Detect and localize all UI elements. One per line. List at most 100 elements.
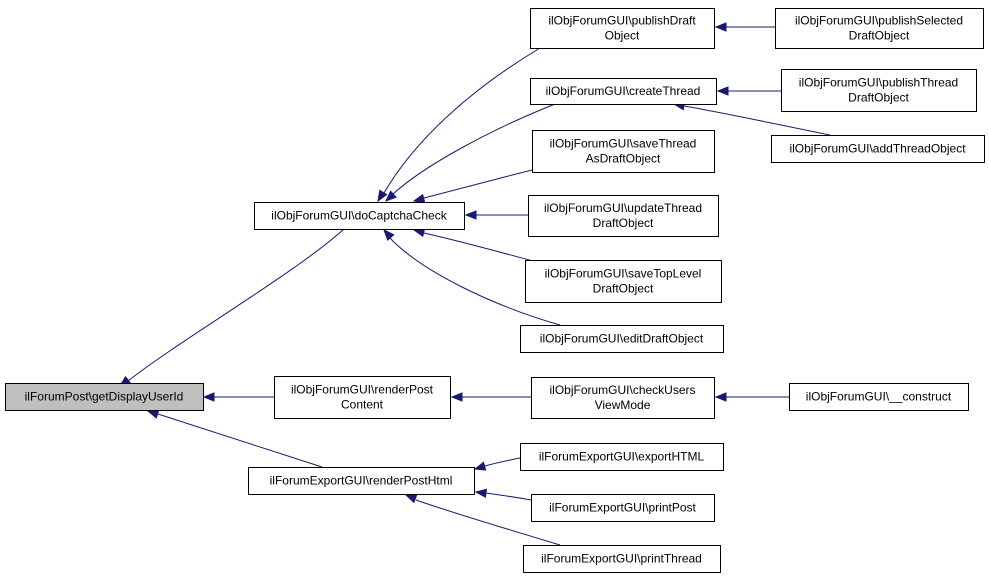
edge-line (484, 457, 521, 467)
node-box (520, 325, 724, 353)
arrowhead-icon (714, 22, 727, 32)
node-box (775, 8, 984, 49)
node-label: ilObjForumGUI\editDraftObject (540, 332, 704, 346)
node-label: DraftObject (593, 216, 654, 230)
node-createThread[interactable]: ilObjForumGUI\createThread (530, 78, 717, 105)
node-label: Object (605, 29, 640, 43)
edge-line (683, 105, 831, 136)
node-box (532, 130, 715, 173)
arrowhead-icon (474, 488, 488, 499)
edge-saveTopLevelDraftObject-to-doCaptchaCheck (412, 227, 541, 264)
node-exportHTML[interactable]: ilForumExportGUI\exportHTML (520, 443, 724, 471)
node-label: ilObjForumGUI\publishThread (799, 76, 958, 90)
node-printThread[interactable]: ilForumExportGUI\printThread (523, 545, 721, 573)
node-getDisplayUserId[interactable]: ilForumPost\getDisplayUserId (5, 383, 204, 411)
edge-doCaptchaCheck-to-getDisplayUserId (118, 227, 346, 387)
node-box (254, 202, 465, 230)
arrowhead-icon (385, 190, 397, 202)
node-box (531, 494, 715, 522)
node-box (528, 195, 719, 237)
edge-line (485, 492, 532, 501)
edge-renderPostContent-to-getDisplayUserId (202, 392, 274, 402)
edges-layer (118, 22, 831, 546)
node-label: ilForumExportGUI\printPost (549, 501, 696, 515)
node-box (531, 377, 715, 419)
node-label: ilObjForumGUI\createThread (546, 84, 701, 98)
node-label: DraftObject (848, 91, 909, 105)
edge-editDraftObject-to-doCaptchaCheck (383, 228, 561, 326)
node-label: ilForumExportGUI\printThread (541, 552, 702, 566)
node-editDraftObject[interactable]: ilObjForumGUI\editDraftObject (520, 325, 724, 353)
arrowhead-icon (714, 392, 727, 402)
edge-line (383, 47, 541, 194)
edge-publishDraftObject-to-doCaptchaCheck (377, 47, 541, 203)
node-label: ilObjForumGUI\saveTopLevel (545, 267, 702, 281)
node-box (530, 8, 715, 49)
edge-publishThreadDraftObject-to-createThread (716, 86, 781, 96)
node-renderPostHtml[interactable]: ilForumExportGUI\renderPostHtml (248, 467, 475, 495)
arrowhead-icon (412, 193, 426, 203)
node-box (5, 383, 204, 411)
node-label: ilObjForumGUI\updateThread (544, 201, 702, 215)
node-box (523, 545, 721, 573)
edge-printPost-to-renderPostHtml (474, 488, 532, 501)
arrowhead-icon (716, 86, 729, 96)
node-label: DraftObject (849, 29, 910, 43)
edge-createThread-to-doCaptchaCheck (385, 103, 556, 202)
node-construct[interactable]: ilObjForumGUI\__construct (789, 383, 969, 411)
node-label: Content (341, 398, 384, 412)
edge-construct-to-checkUsersViewMode (714, 392, 789, 402)
node-label: ilForumExportGUI\renderPostHtml (270, 474, 453, 488)
arrowhead-icon (383, 228, 395, 241)
node-label: ilObjForumGUI\publishSelected (795, 14, 963, 28)
node-box (274, 376, 451, 419)
node-doCaptchaCheck[interactable]: ilObjForumGUI\doCaptchaCheck (254, 202, 465, 230)
arrowhead-icon (464, 210, 477, 220)
node-label: ViewMode (595, 398, 651, 412)
edge-saveThreadAsDraftObject-to-doCaptchaCheck (412, 167, 541, 203)
node-label: ilObjForumGUI\doCaptchaCheck (271, 209, 447, 223)
node-printPost[interactable]: ilForumExportGUI\printPost (531, 494, 715, 522)
node-box (530, 78, 717, 105)
edge-checkUsersViewMode-to-renderPostContent (450, 392, 531, 402)
node-label: ilObjForumGUI\publishDraft (548, 14, 696, 28)
edge-line (423, 167, 541, 199)
node-box (771, 135, 985, 163)
arrowhead-icon (473, 461, 487, 471)
node-label: DraftObject (593, 282, 654, 296)
edge-line (389, 237, 561, 326)
arrowhead-icon (450, 392, 463, 402)
arrowhead-icon (146, 409, 160, 419)
node-label: ilForumPost\getDisplayUserId (25, 390, 184, 404)
node-addThreadObject[interactable]: ilObjForumGUI\addThreadObject (771, 135, 985, 163)
node-box (789, 383, 969, 411)
node-box (525, 260, 722, 303)
edge-line (423, 232, 541, 264)
nodes-layer: ilForumPost\getDisplayUserId ilObjForumGU… (5, 8, 985, 573)
node-box (781, 69, 977, 112)
node-label: ilObjForumGUI\__construct (806, 390, 952, 404)
arrowhead-icon (377, 189, 388, 203)
edge-line (157, 413, 323, 468)
edge-line (127, 227, 346, 382)
node-label: ilForumExportGUI\exportHTML (539, 450, 705, 464)
node-label: AsDraftObject (586, 152, 661, 166)
node-label: ilObjForumGUI\saveThread (550, 137, 697, 151)
node-label: ilObjForumGUI\renderPost (291, 383, 434, 397)
node-box (520, 443, 724, 471)
node-label: ilObjForumGUI\checkUsers (549, 383, 695, 397)
edge-publishSelectedDraftObject-to-publishDraftObject (714, 22, 775, 32)
arrowhead-icon (404, 494, 418, 504)
node-label: ilObjForumGUI\addThreadObject (789, 142, 966, 156)
edge-updateThreadDraftObject-to-doCaptchaCheck (464, 210, 528, 220)
edge-exportHTML-to-renderPostHtml (473, 457, 521, 471)
